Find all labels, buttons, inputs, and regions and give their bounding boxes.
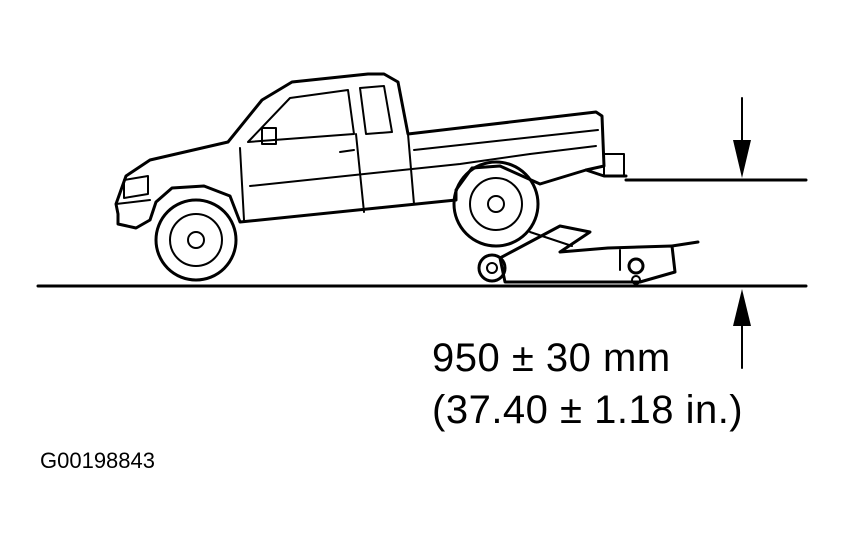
dimension-metric: 950 ± 30 mm (432, 336, 671, 380)
floor-jack (477, 224, 700, 285)
front-wheel (154, 198, 238, 282)
rear-wheel (452, 160, 540, 248)
pickup-truck (114, 72, 628, 230)
figure-id: G00198843 (40, 448, 155, 473)
bottom-arrow (733, 289, 751, 369)
dimension-imperial: (37.40 ± 1.18 in.) (432, 388, 744, 432)
top-arrow (733, 97, 751, 178)
